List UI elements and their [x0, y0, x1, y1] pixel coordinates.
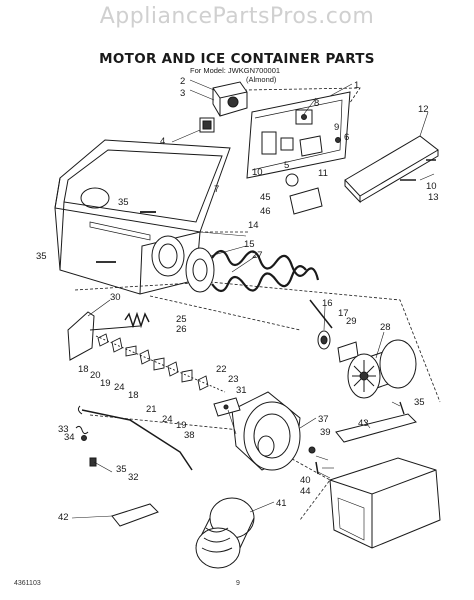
- damper-part: [195, 497, 255, 569]
- callout-18a: 18: [78, 364, 89, 375]
- callout-42: 42: [58, 512, 69, 523]
- callout-1: 1: [354, 80, 359, 91]
- callout-3: 3: [180, 88, 185, 99]
- callout-13: 13: [428, 192, 439, 203]
- callout-40: 40: [300, 475, 311, 486]
- callout-20: 20: [90, 370, 101, 381]
- pad-part: [111, 503, 159, 527]
- callout-34: 34: [64, 432, 75, 443]
- callout-28: 28: [380, 322, 391, 333]
- model-info: For Model: JWKGN700001 (Almond): [190, 66, 280, 84]
- crusher-blade-parts: [95, 333, 226, 393]
- callout-16: 16: [322, 298, 333, 309]
- model-color: (Almond): [246, 75, 277, 84]
- callout-15: 15: [244, 239, 255, 250]
- rod-part: [77, 405, 193, 471]
- callout-24a: 24: [114, 382, 125, 393]
- callout-17: 17: [338, 308, 349, 319]
- callout-26: 26: [176, 324, 187, 335]
- ice-bucket-part: [329, 457, 441, 549]
- callout-22: 22: [216, 364, 227, 375]
- callout-46: 46: [260, 206, 271, 217]
- callout-39: 39: [320, 427, 331, 438]
- rear-bracket-part: [344, 135, 439, 204]
- callout-5: 5: [284, 160, 289, 171]
- callout-10b: 10: [426, 181, 437, 192]
- footer-page-number: 9: [236, 580, 240, 587]
- callout-9: 9: [334, 122, 339, 133]
- callout-45: 45: [260, 192, 271, 203]
- callout-21: 21: [146, 404, 157, 415]
- callout-19b: 19: [176, 420, 187, 431]
- callout-33: 33: [58, 424, 69, 435]
- bracket-hardware-parts: [96, 135, 436, 263]
- callout-30: 30: [110, 292, 121, 303]
- footer-code: 4361103: [14, 580, 41, 587]
- callout-18b: 18: [128, 390, 139, 401]
- callout-35b: 35: [36, 251, 47, 262]
- callout-19a: 19: [100, 378, 111, 389]
- front-plate-part: [67, 311, 150, 361]
- callout-41: 41: [276, 498, 287, 509]
- callout-24b: 24: [162, 414, 173, 425]
- top-motor-part: [199, 81, 248, 133]
- callout-29: 29: [346, 316, 357, 327]
- ice-container-box: [54, 139, 231, 295]
- callout-leader-lines: [71, 79, 435, 519]
- gear-motor-part: [213, 391, 301, 471]
- callout-14: 14: [248, 220, 259, 231]
- model-number: For Model: JWKGN700001: [190, 66, 281, 75]
- callout-10a: 10: [252, 167, 263, 178]
- callout-31: 31: [236, 385, 247, 396]
- callout-numbers: 1 2 3 4 5 6 7 8 9 10 10 11 12 13 14 15 1…: [36, 76, 439, 523]
- callout-6: 6: [344, 132, 349, 143]
- callout-43: 43: [358, 418, 369, 429]
- callout-8: 8: [314, 98, 319, 109]
- diagram-title: MOTOR AND ICE CONTAINER PARTS: [99, 51, 375, 67]
- auger-spring-part: [185, 247, 333, 329]
- callout-35d: 35: [116, 464, 127, 475]
- callout-37: 37: [318, 414, 329, 425]
- callout-32: 32: [128, 472, 139, 483]
- callout-38: 38: [184, 430, 195, 441]
- callout-7: 7: [214, 184, 219, 195]
- callout-35c: 35: [414, 397, 425, 408]
- cover-panel-part: [335, 401, 417, 443]
- callout-23: 23: [228, 374, 239, 385]
- callout-4: 4: [160, 136, 165, 147]
- callout-2: 2: [180, 76, 185, 87]
- callout-25: 25: [176, 314, 187, 325]
- mounting-plate-part: [246, 91, 351, 179]
- callout-11: 11: [318, 168, 328, 179]
- callout-27: 27: [252, 250, 263, 261]
- small-hardware-parts: [75, 425, 97, 467]
- crusher-drum-part: [347, 339, 417, 399]
- auger-coupler-part: [317, 330, 359, 363]
- callout-44: 44: [300, 486, 311, 497]
- watermark-text: AppliancePartsPros.com: [99, 4, 375, 29]
- callout-35a: 35: [118, 197, 129, 208]
- screw-part: [308, 446, 319, 475]
- callout-12: 12: [418, 104, 429, 115]
